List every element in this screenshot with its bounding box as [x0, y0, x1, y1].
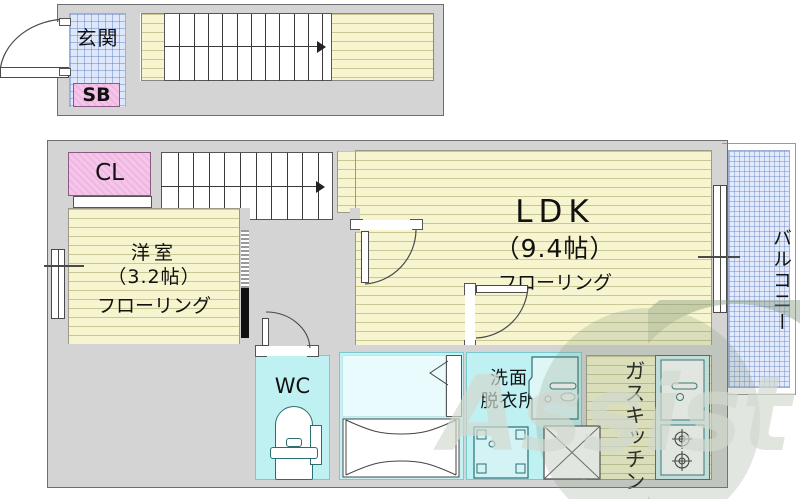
- entrance-door-jamb-top: [59, 18, 71, 26]
- closet-door-panel: [73, 196, 152, 208]
- bath-door-fold-arc: [429, 360, 449, 386]
- ldk-balcony-window-center-mark: [698, 256, 740, 258]
- unit-outline: [47, 140, 728, 488]
- balcony-label: バルコニー: [770, 228, 792, 333]
- entrance-wall-right: [126, 4, 140, 116]
- bedroom-flooring-label: フローリング: [96, 295, 211, 317]
- ldk-door-swing-arc: [364, 229, 417, 285]
- shoe-box-label: SB: [82, 84, 111, 106]
- closet-cl: [68, 152, 151, 196]
- unit-stairs-direction-line: [161, 186, 318, 187]
- ldk-size-label: （9.4帖）: [494, 234, 616, 263]
- bath-floor-area: [342, 355, 446, 417]
- upper-stairs-direction-line: [164, 46, 319, 47]
- bedroom-window-mullion-overlay: [58, 249, 59, 319]
- bedroom-floor: [68, 208, 240, 345]
- upper-wall-right-strip: [434, 5, 443, 115]
- washroom-door-swing-arc: [475, 285, 529, 339]
- washing-machine-pan: [473, 426, 529, 479]
- wc-door-opening: [266, 346, 308, 356]
- entrance-door-jamb-bottom: [59, 68, 71, 76]
- ldk-name-label: LDK: [515, 194, 595, 230]
- wc-door-leaf: [262, 318, 269, 346]
- gas-stove: [660, 424, 705, 476]
- wc-label: WC: [274, 374, 311, 398]
- entrance-door-opening: [57, 22, 69, 72]
- vanity-sink-unit: [528, 356, 579, 420]
- entrance-wall-top: [57, 4, 139, 13]
- entrance-label: 玄関: [76, 26, 119, 50]
- shoe-box: [73, 83, 120, 107]
- toilet-flush-button: [286, 438, 302, 447]
- bedroom-window-center-mark-overlay: [44, 265, 84, 267]
- unit-top-wall-strip: [48, 141, 727, 151]
- kitchen-sink: [660, 359, 705, 421]
- entrance-door-swing-arc: [0, 18, 70, 73]
- bedroom-name-label: 洋室: [130, 242, 177, 264]
- bedroom-size-label: （3.2帖）: [107, 266, 201, 288]
- upper-stairs: [164, 13, 332, 82]
- ldk-door-leaf: [361, 231, 369, 283]
- washroom-door-opening: [465, 294, 475, 342]
- unit-stairs-direction-arrow: [316, 181, 325, 193]
- washroom-label-line1: 洗面 脱衣所: [480, 368, 538, 412]
- wc-door-swing-arc: [265, 311, 311, 349]
- kitchen-label: ガスキッチン: [622, 360, 646, 492]
- balcony-outer-frame: [722, 143, 796, 395]
- entrance-wall-bottom: [57, 107, 140, 116]
- hall-stairs-divider-wall: [152, 220, 350, 230]
- ldk-door-opening: [360, 220, 412, 230]
- ldk-balcony-window-mullion: [720, 185, 721, 313]
- refrigerator-space: [543, 425, 601, 480]
- upper-stairs-direction-arrow: [317, 41, 326, 53]
- upper-wall-bottom-strip: [140, 81, 443, 115]
- bedroom-sliding-door-panel: [241, 288, 249, 338]
- bath-tub: [342, 418, 460, 478]
- bedroom-bottom-wall: [48, 344, 250, 357]
- bedroom-sliding-door-track: [241, 230, 249, 288]
- ldk-floor: [355, 150, 712, 355]
- toilet-seat: [270, 447, 318, 459]
- closet-cl-label: CL: [95, 160, 124, 186]
- bath-door-panel: [446, 355, 462, 417]
- balcony: [728, 150, 790, 388]
- upper-wall-top-strip: [140, 5, 443, 13]
